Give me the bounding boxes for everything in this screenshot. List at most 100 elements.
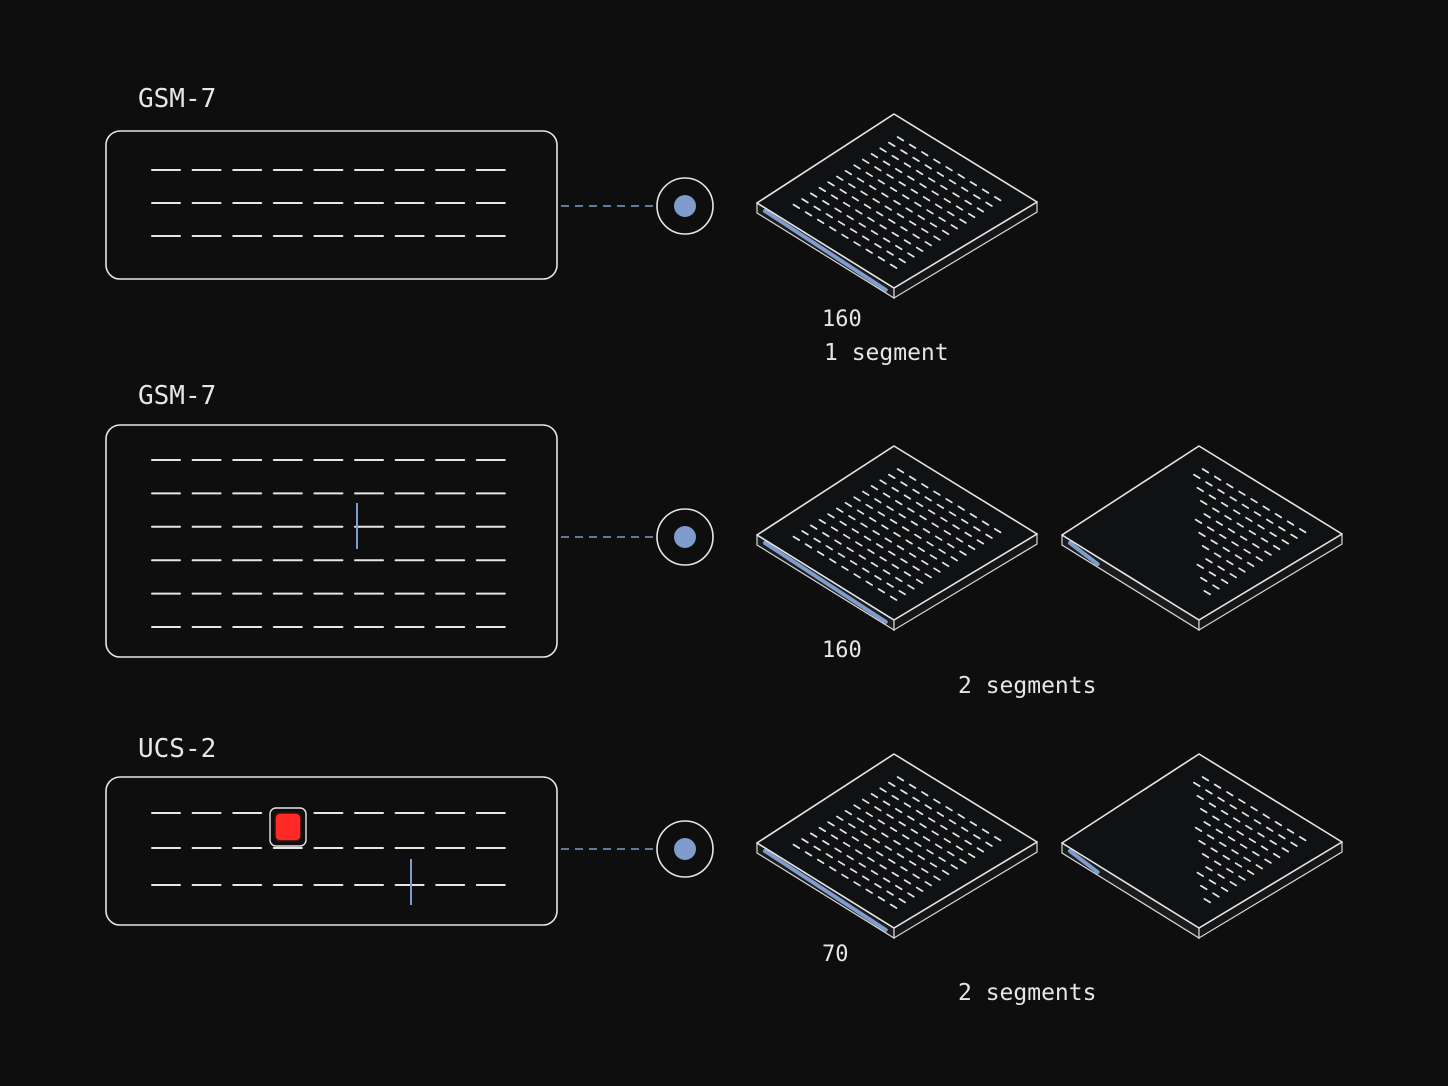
card-dash: [1227, 528, 1236, 534]
card-dash: [853, 573, 861, 579]
card-dash: [985, 201, 993, 207]
card-dash: [941, 869, 950, 876]
card-dash: [829, 226, 837, 232]
row-2-segments-label: 2 segments: [958, 673, 1096, 699]
card-dash: [813, 205, 821, 211]
card-dash: [813, 537, 821, 543]
card-dash: [1206, 834, 1215, 840]
card-dash: [860, 190, 868, 196]
card-dash: [948, 819, 957, 825]
card-dash: [938, 548, 946, 554]
card-dash: [973, 834, 981, 840]
card-dash: [877, 179, 886, 185]
card-dash: [818, 186, 827, 193]
card-fill-strip: [763, 541, 888, 624]
card-dash: [1205, 558, 1213, 564]
card-dash: [903, 571, 912, 577]
card-dash: [921, 867, 929, 874]
card-dash: [901, 834, 910, 840]
card-dash: [896, 545, 905, 551]
card-dash: [879, 556, 887, 562]
card-dash: [985, 533, 993, 539]
card-dash: [1229, 573, 1237, 579]
card-dash: [1200, 500, 1208, 506]
card-dash: [851, 528, 860, 534]
card-dash: [896, 213, 905, 219]
card-dash: [1200, 576, 1208, 583]
card-dash: [1213, 475, 1222, 481]
card-dash: [931, 830, 939, 836]
card-dash: [1220, 578, 1229, 584]
card-dash: [947, 211, 955, 217]
card-dash: [1219, 841, 1227, 847]
card-dash: [898, 821, 906, 827]
card-dash: [955, 205, 964, 211]
row-2-text-lines: [151, 459, 506, 628]
card-dash: [874, 166, 882, 172]
card-dash: [1272, 544, 1281, 551]
card-dash: [1208, 879, 1217, 885]
card-dash: [804, 851, 813, 857]
card-dash: [1198, 839, 1206, 846]
card-dash: [910, 520, 919, 526]
card-dash: [1194, 518, 1203, 524]
row-3-encoding-label: UCS-2: [138, 734, 216, 764]
card-dash: [898, 513, 906, 519]
card-dash: [900, 558, 908, 564]
card-dash: [884, 537, 893, 543]
card-dash: [877, 256, 886, 262]
row-2: GSM-7 160 2 segments: [105, 381, 1343, 699]
card-dash: [879, 224, 887, 230]
card-dash: [981, 520, 990, 526]
card-dash: [877, 819, 886, 825]
card-dash: [882, 877, 891, 883]
card-dash: [837, 552, 846, 558]
card-dash: [1298, 835, 1307, 842]
card-dash: [907, 892, 915, 898]
card-dash: [1236, 522, 1244, 528]
card-dash: [862, 235, 870, 241]
card-dash: [912, 156, 920, 162]
card-dash: [813, 845, 821, 851]
card-dash: [818, 518, 827, 525]
card-dash: [865, 888, 873, 894]
card-dash: [1193, 473, 1201, 480]
card-dash: [867, 548, 875, 555]
card-dash: [908, 860, 917, 866]
card-dash: [915, 501, 924, 508]
card-dash: [825, 545, 834, 551]
card-dash: [1243, 548, 1251, 554]
card-dash: [1264, 550, 1272, 556]
card-dash: [1232, 509, 1241, 515]
card-dash: [934, 843, 943, 849]
card-dash: [1278, 834, 1286, 840]
card-dash: [950, 864, 959, 870]
card-dash: [964, 839, 972, 846]
card-dash: [888, 141, 896, 148]
card-dash: [964, 531, 972, 538]
card-dash: [934, 535, 943, 541]
card-dash: [903, 494, 912, 500]
card-dash: [1231, 849, 1239, 855]
card-dash: [1269, 839, 1277, 846]
card-dash: [856, 509, 865, 515]
card-dash: [901, 526, 910, 532]
card-dash: [863, 535, 872, 541]
card-dash: [895, 576, 903, 583]
card-dash: [868, 516, 877, 523]
card-dash: [1196, 486, 1204, 493]
card-dash: [955, 845, 964, 851]
card-dash: [927, 817, 936, 823]
card-dash: [1290, 533, 1298, 539]
card-dash: [993, 527, 1002, 534]
card-dash: [1208, 571, 1217, 577]
card-dash: [895, 808, 903, 814]
card-dash: [912, 233, 920, 239]
card-dash: [804, 211, 813, 217]
card-dash: [844, 169, 853, 176]
card-dash: [950, 556, 959, 562]
card-dash: [1252, 851, 1260, 857]
card-dash: [860, 830, 868, 836]
card-dash: [846, 854, 854, 861]
card-dash: [1257, 832, 1265, 838]
